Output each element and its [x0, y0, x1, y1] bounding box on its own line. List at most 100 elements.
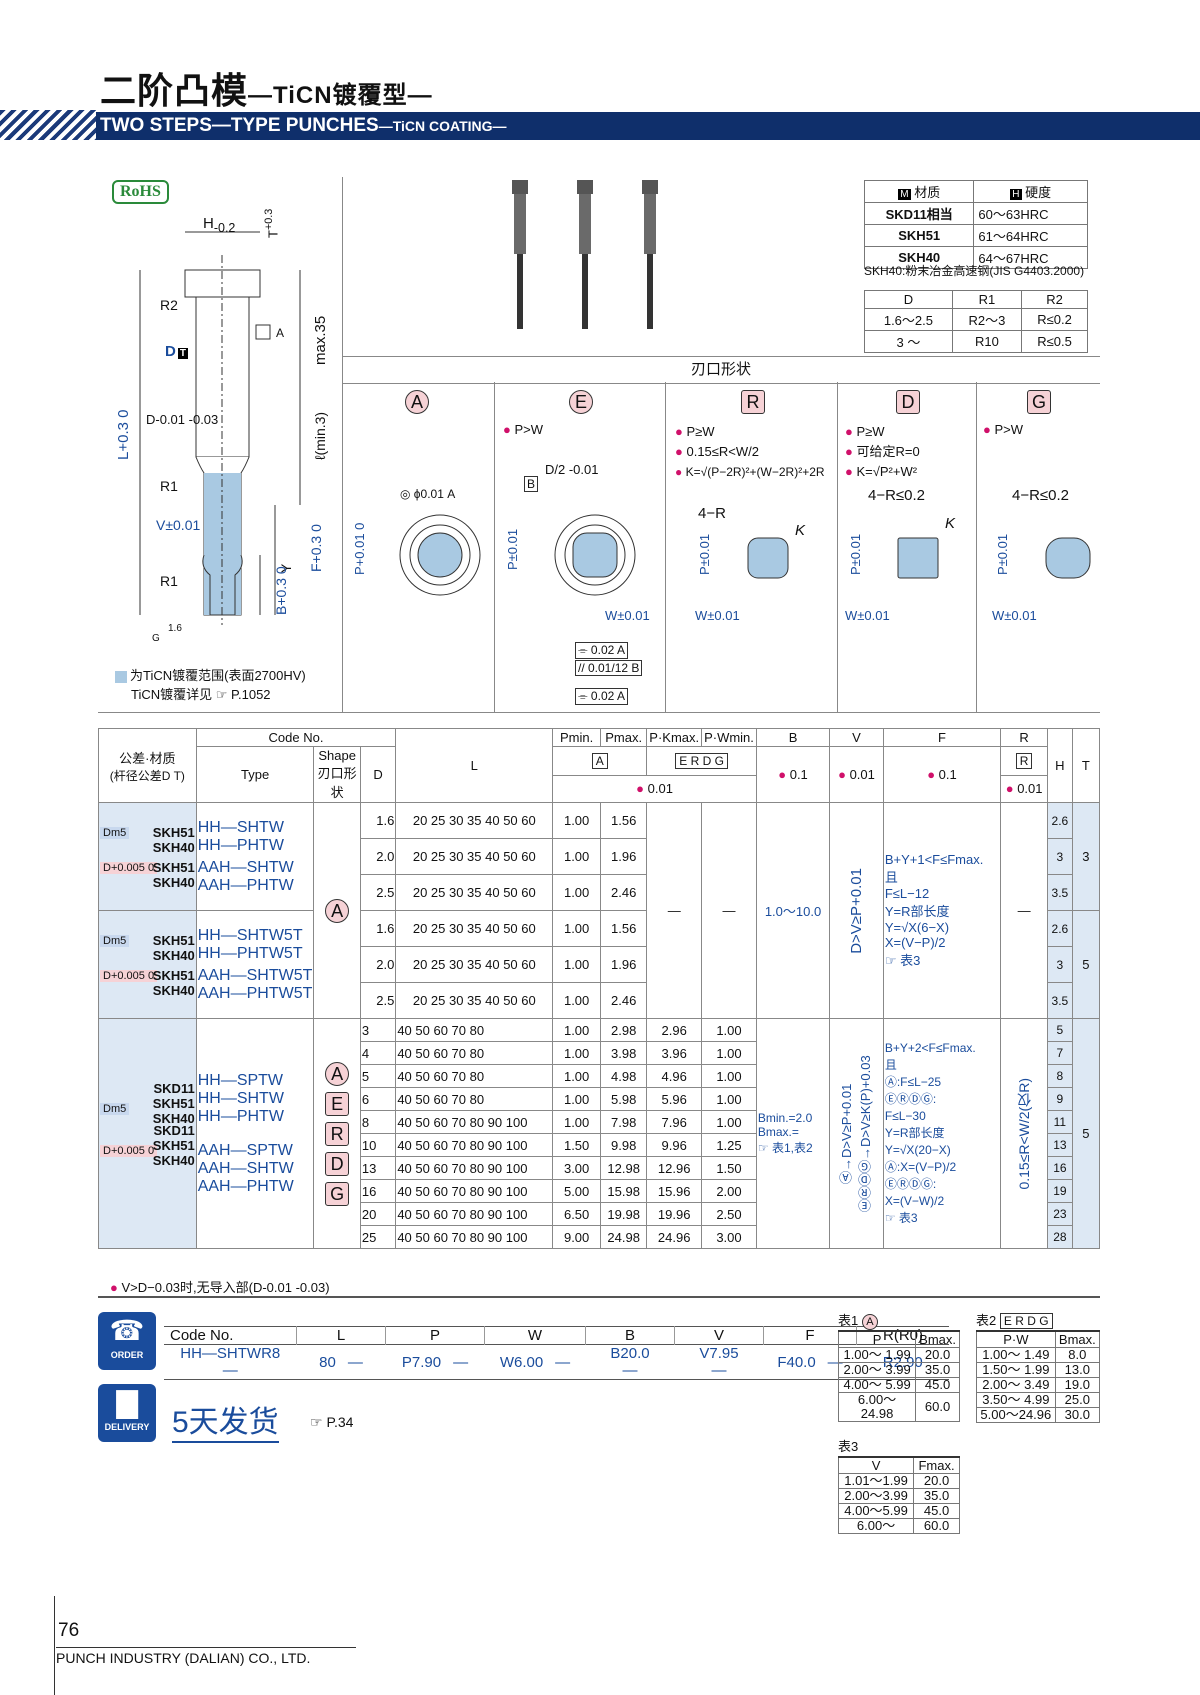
d-cell: 2.0 — [359, 838, 397, 875]
shape-r-rlabel: 4−R — [698, 505, 726, 522]
order-value: HH—SHTWR8 — [180, 1345, 281, 1362]
v-text: Ⓐ→D>V≥P+0.01 ⒺⓇⒹⒼ→D>V≥K(P)+0.03 — [839, 1055, 874, 1212]
shape-r-k: K — [795, 522, 806, 539]
h-code: Code No. — [195, 728, 397, 747]
small-cell: 60.0 — [913, 1518, 960, 1534]
radius-cell: R10 — [951, 330, 1023, 353]
t-cell: 5 — [1071, 910, 1101, 1019]
a-label: A — [276, 326, 285, 340]
d-cell: 4 — [359, 1041, 397, 1065]
pw-cell: 1.00 — [701, 1041, 757, 1065]
truck-icon: ▇ — [116, 1387, 138, 1418]
d-cell: 3 — [359, 1018, 397, 1042]
shape-a-tol: ◎ ϕ0.01 A — [400, 487, 456, 501]
h-pw: P·Wmin. — [701, 728, 757, 747]
shape-badge-wrap: D — [315, 1151, 358, 1176]
small-cell: 25.0 — [1054, 1392, 1101, 1408]
mat-name: SKH51 — [152, 932, 195, 948]
type-name: HH—PHTW — [197, 836, 284, 854]
l-cell: 40 50 60 70 80 — [395, 1087, 554, 1111]
h-cell: 3.5 — [1047, 982, 1073, 1019]
r-note: ● P≥W — [675, 422, 825, 442]
h-pmin: Pmin. — [552, 728, 602, 747]
pk-cell: 24.96 — [646, 1225, 703, 1249]
small-cell: 1.00～ 1.99 — [837, 1347, 917, 1363]
type-name: HH—SHTW — [197, 818, 284, 836]
small-cell: 35.0 — [913, 1488, 960, 1504]
d-note: ● K=√P²+W² — [845, 462, 920, 482]
pk-cell: 19.96 — [646, 1202, 703, 1226]
f-line: F≤L−30 — [884, 1109, 926, 1123]
pmin-cell: 9.00 — [552, 1225, 602, 1249]
d-cell: 8 — [359, 1110, 397, 1134]
delivery-icon: ▇ DELIVERY — [98, 1384, 156, 1442]
order-value-cell: HH—SHTWR8— — [164, 1345, 297, 1380]
l-label: L+0.3 0 — [115, 409, 132, 460]
l-cell: 40 50 60 70 80 90 100 — [395, 1202, 554, 1226]
pmax-cell: 2.46 — [600, 874, 648, 911]
table1-title-text: 表1 — [838, 1313, 859, 1328]
shape-d-notes: ● P≥W ● 可给定R=0 ● K=√P²+W² — [845, 422, 920, 482]
b-line: Bmin.=2.0 — [757, 1111, 813, 1125]
pk-cell: 9.96 — [646, 1133, 703, 1157]
shape-g-note: ● P>W — [983, 422, 1023, 437]
delivery-icon-label: DELIVERY — [104, 1422, 150, 1432]
product-photo — [512, 180, 658, 329]
spec-table: 公差·材质(杆径公差D T) Code No. L Pmin. Pmax. P·… — [98, 728, 1101, 1249]
small-cell: 2.00～3.99 — [837, 1488, 915, 1504]
pw-cell: 1.00 — [701, 1087, 757, 1111]
legend1: 为TiCN镀覆范围(表面2700HV) — [130, 668, 306, 683]
pmax-cell: 24.98 — [600, 1225, 648, 1249]
small-cell: 13.0 — [1054, 1362, 1101, 1378]
order-value-cell: W6.00— — [485, 1345, 586, 1380]
pw-cell: 2.50 — [701, 1202, 757, 1226]
h-shape-sub: 刃口形状 — [317, 766, 357, 800]
l-cell: 40 50 60 70 80 — [395, 1041, 554, 1065]
shape-r-notes: ● P≥W ● 0.15≤R<W/2 ● K=√(P−2R)²+(W−2R)²+… — [675, 422, 825, 482]
shape-e-note: ● P>W — [503, 422, 543, 437]
small-cell: 19.0 — [1054, 1377, 1101, 1393]
pw-cell: 1.00 — [701, 1018, 757, 1042]
mat-name: SKH51 — [152, 824, 195, 840]
pmin-cell: 1.00 — [552, 802, 602, 839]
max-label: max.35 — [312, 315, 329, 365]
d-cell: 16 — [359, 1179, 397, 1203]
shape-d-k: K — [945, 515, 956, 532]
l-cell: 40 50 60 70 80 — [395, 1018, 554, 1042]
small-cell: 45.0 — [913, 1503, 960, 1519]
type-name: AAH—PHTW5T — [197, 984, 313, 1002]
f-line: 且 — [884, 1058, 897, 1072]
h-r-badge: R — [1015, 752, 1033, 769]
shape-badge-wrap: R — [315, 1121, 358, 1146]
shape-r-w: W±0.01 — [695, 608, 740, 623]
pw-cell: 1.00 — [701, 1110, 757, 1134]
f-line: Y=R部长度 — [884, 1126, 945, 1140]
h-cell: 2.6 — [1047, 910, 1073, 947]
l-cell: 20 25 30 35 40 50 60 — [395, 982, 554, 1019]
d-note-icon: ● — [845, 464, 853, 479]
pmax-cell: 9.98 — [600, 1133, 648, 1157]
b-label: B+0.3 0 — [273, 566, 289, 615]
h-b: B — [755, 728, 831, 747]
pmin-cell: 1.00 — [552, 946, 602, 983]
section-banner: TWO STEPS—TYPE PUNCHES—TiCN COATING— — [0, 110, 1200, 140]
e-note-icon: ● — [503, 422, 511, 437]
d-cell: 1.6 — [359, 910, 397, 947]
